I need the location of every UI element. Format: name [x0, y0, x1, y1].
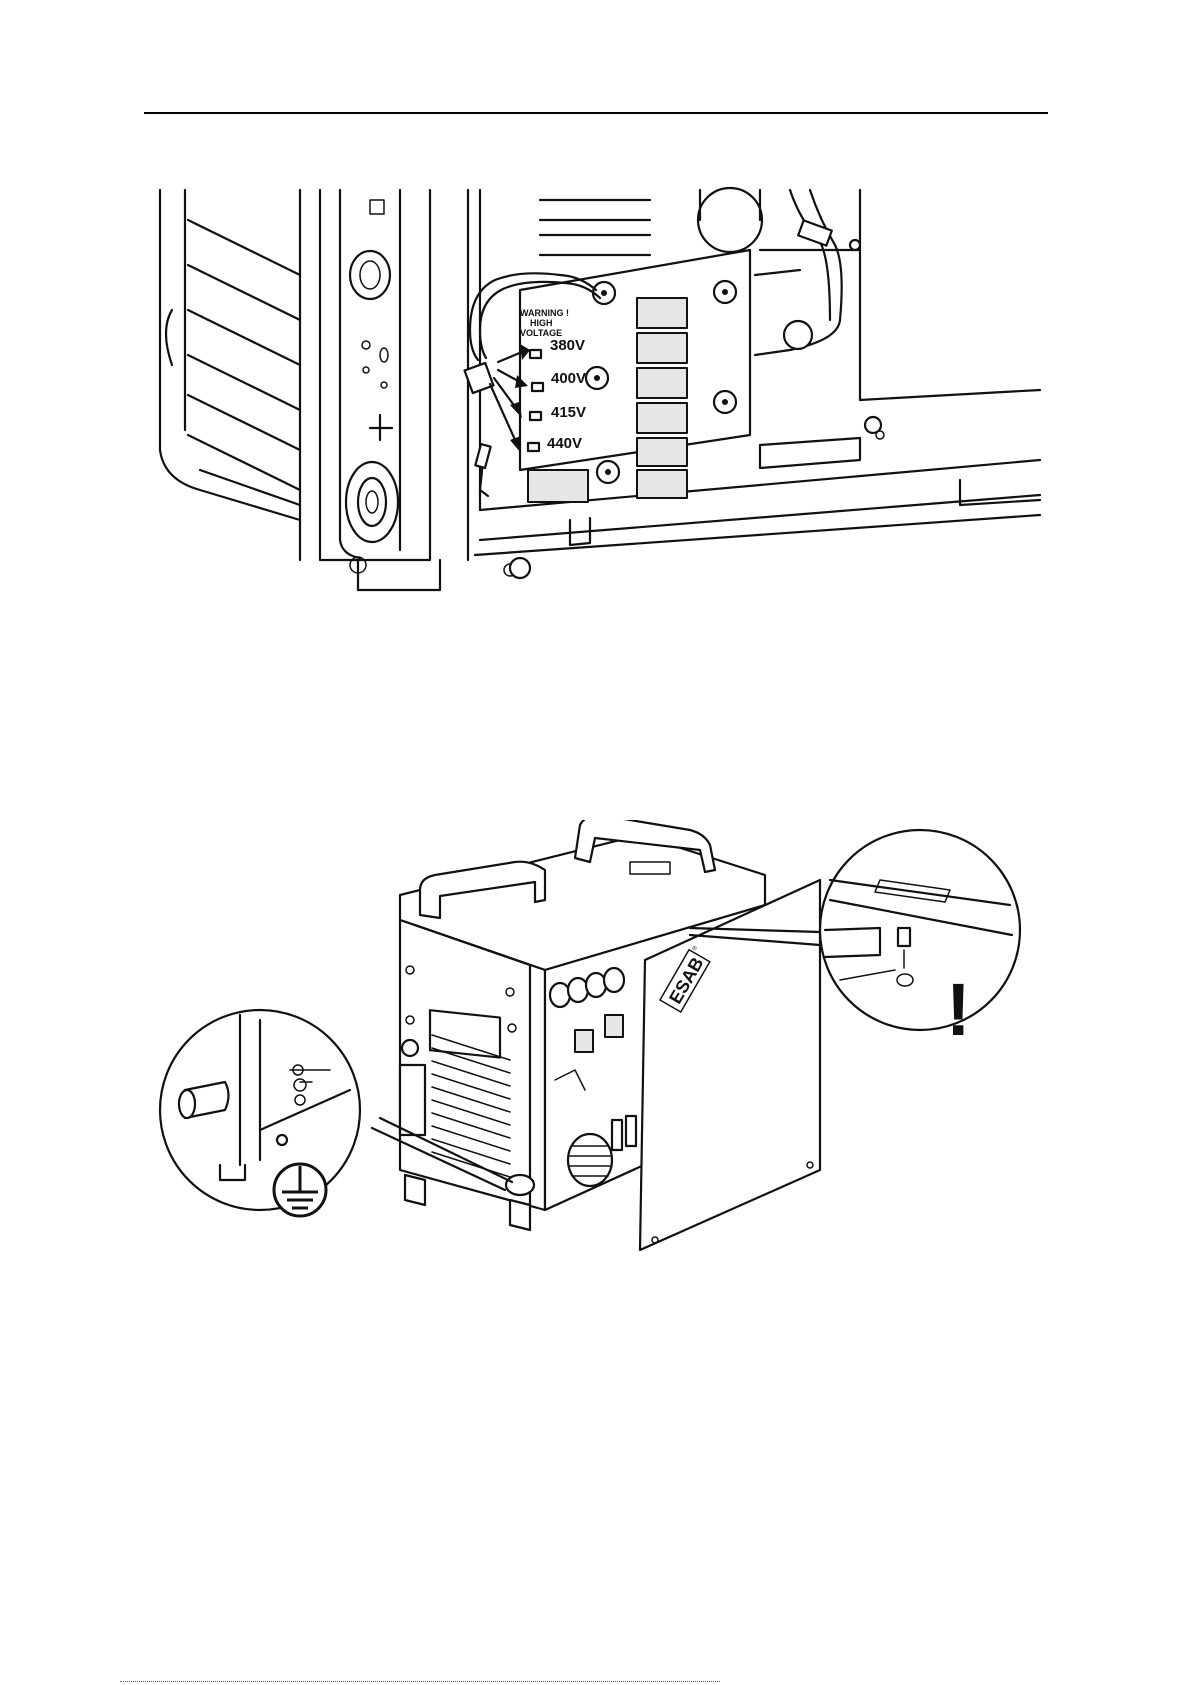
- tap-label-380: 380V: [550, 337, 585, 354]
- latch-pin: [898, 928, 910, 946]
- front-socket-panel: [400, 1065, 425, 1135]
- front-indicator: [370, 200, 384, 214]
- warning-line-1: WARNING !: [520, 308, 569, 318]
- voltage-tap-illustration: WARNING ! HIGH VOLTAGE 380V 400V 415V 44…: [0, 180, 1191, 640]
- cable-tie: [798, 220, 832, 245]
- relay-5: [637, 438, 687, 466]
- left-louver-panel: [160, 190, 300, 560]
- front-connector: [402, 1040, 418, 1056]
- tap-label-400: 400V: [551, 370, 586, 387]
- component-resistor: [612, 1120, 622, 1150]
- ground-symbol-icon: [274, 1164, 326, 1216]
- ground-stud: [277, 1135, 287, 1145]
- arrow-415: [494, 378, 516, 408]
- heatsink: [568, 1134, 612, 1186]
- tap-label-415: 415V: [551, 404, 586, 421]
- relay-3: [637, 368, 687, 398]
- tap-pad-440: [528, 443, 539, 451]
- relay-2: [637, 333, 687, 363]
- relay-4: [637, 403, 687, 433]
- plus-symbol: [370, 415, 392, 440]
- chassis-screw: [510, 558, 530, 578]
- warning-line-2: HIGH: [530, 318, 553, 328]
- capacitor: [698, 188, 762, 252]
- chassis-screw-right: [865, 417, 881, 433]
- tap-pad-415: [530, 412, 541, 420]
- front-panel: [320, 190, 440, 590]
- header-rule: [144, 112, 1048, 114]
- tap-pad-400: [532, 383, 543, 391]
- tap-label-440: 440V: [547, 435, 582, 452]
- arrow-380: [498, 352, 522, 362]
- tap-pad-380: [530, 350, 541, 358]
- terminal-board: WARNING ! HIGH VOLTAGE 380V 400V 415V 44…: [520, 250, 750, 502]
- front-foot: [358, 560, 440, 590]
- ground-detail: [160, 1010, 360, 1216]
- relay-a: [575, 1030, 593, 1052]
- control-knob: [350, 251, 390, 299]
- relay-7: [528, 470, 588, 502]
- relay-1: [637, 298, 687, 328]
- warning-exclamation: !: [946, 968, 971, 1051]
- relay-b: [605, 1015, 623, 1037]
- relay-6: [637, 470, 687, 498]
- cover-latch-detail: !: [820, 830, 1020, 1051]
- cover-removal-illustration: ESAB ® !: [0, 820, 1191, 1280]
- ground-screw: [506, 1175, 534, 1195]
- arrow-440: [490, 384, 516, 442]
- footer-rule: [120, 1681, 720, 1683]
